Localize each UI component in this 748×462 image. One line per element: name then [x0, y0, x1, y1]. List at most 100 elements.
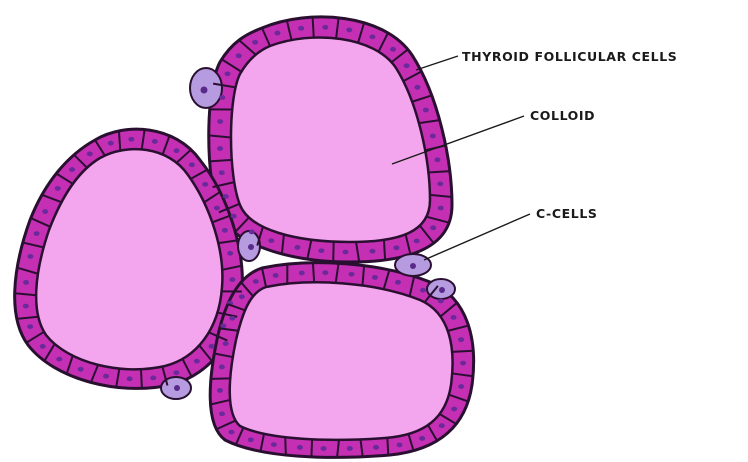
nucleus: [225, 71, 231, 76]
nucleus: [390, 47, 396, 52]
nucleus: [56, 357, 62, 362]
nucleus: [217, 119, 223, 124]
nucleus: [228, 430, 234, 435]
nucleus: [299, 271, 305, 276]
nucleus: [252, 40, 258, 45]
nucleus: [271, 442, 277, 447]
cell-boundary: [313, 263, 314, 283]
nucleus: [27, 324, 33, 329]
nucleus: [219, 95, 225, 100]
nucleus: [438, 206, 444, 211]
nucleus: [189, 162, 195, 167]
cell-boundary: [285, 437, 286, 455]
nucleus: [370, 249, 376, 254]
nucleus: [322, 270, 328, 275]
nucleus: [318, 248, 324, 253]
nucleus: [414, 85, 420, 90]
nucleus: [236, 53, 242, 58]
nucleus: [268, 238, 274, 243]
nucleus: [322, 25, 328, 30]
nucleus: [229, 277, 235, 282]
c-cell-nucleus: [201, 87, 208, 94]
nucleus: [152, 139, 158, 144]
nucleus: [214, 206, 220, 211]
nucleus: [69, 167, 75, 172]
nucleus: [231, 214, 237, 219]
nucleus: [369, 34, 375, 39]
nucleus: [34, 231, 40, 236]
nucleus: [209, 344, 215, 349]
nucleus: [430, 134, 436, 139]
nucleus: [419, 436, 425, 441]
nucleus: [395, 280, 401, 285]
nucleus: [423, 108, 429, 113]
nucleus: [219, 365, 225, 370]
nucleus: [219, 411, 225, 416]
nucleus: [127, 376, 133, 381]
nucleus: [78, 367, 84, 372]
nucleus: [397, 443, 403, 448]
nucleus: [404, 63, 410, 68]
nucleus: [343, 250, 349, 255]
nucleus: [223, 194, 229, 199]
nucleus: [438, 299, 444, 304]
nucleus: [298, 26, 304, 31]
nucleus: [249, 229, 255, 234]
cell-boundary: [387, 438, 388, 455]
cell-boundary: [313, 17, 314, 37]
nucleus: [273, 273, 279, 278]
nucleus: [222, 228, 228, 233]
nucleus: [274, 31, 280, 36]
cell-boundary: [119, 131, 120, 151]
nucleus: [194, 359, 200, 364]
nucleus: [87, 151, 93, 156]
label-colloid: COLLOID: [530, 108, 595, 123]
nucleus: [414, 239, 420, 244]
nucleus: [23, 304, 29, 309]
nucleus: [349, 272, 355, 277]
nucleus: [27, 254, 33, 259]
nucleus: [217, 388, 223, 393]
nucleus: [430, 225, 436, 230]
nucleus: [460, 361, 466, 366]
nucleus: [202, 182, 208, 187]
cell-boundary: [311, 439, 312, 457]
nucleus: [128, 137, 134, 142]
nucleus: [451, 407, 457, 412]
nucleus: [294, 245, 300, 250]
nucleus: [239, 294, 245, 299]
nucleus: [23, 280, 29, 285]
nucleus: [55, 186, 61, 191]
nucleus: [108, 141, 114, 146]
nucleus: [150, 376, 156, 381]
c-cell-nucleus: [439, 287, 445, 293]
nucleus: [174, 148, 180, 153]
c-cell-nucleus: [174, 385, 180, 391]
nucleus: [229, 316, 235, 321]
nucleus: [373, 445, 379, 450]
nucleus: [437, 181, 443, 186]
nucleus: [346, 28, 352, 33]
nucleus: [219, 170, 225, 175]
colloid: [230, 282, 453, 439]
nucleus: [420, 288, 426, 293]
nucleus: [297, 445, 303, 450]
nucleus: [220, 323, 226, 328]
nucleus: [103, 374, 109, 379]
cell-boundary: [452, 351, 473, 352]
nucleus: [434, 157, 440, 162]
nucleus: [223, 341, 229, 346]
nucleus: [451, 315, 457, 320]
nucleus: [40, 344, 46, 349]
follicle-left: [15, 129, 243, 388]
nucleus: [227, 251, 233, 256]
leader-follicular-cells: [416, 56, 458, 70]
nucleus: [393, 245, 399, 250]
nucleus: [439, 423, 445, 428]
label-thyroid-follicular-cells: THYROID FOLLICULAR CELLS: [462, 49, 677, 64]
cell-boundary: [384, 240, 385, 260]
nucleus: [458, 384, 464, 389]
follicle-top: [209, 17, 452, 262]
cell-boundary: [428, 171, 449, 172]
